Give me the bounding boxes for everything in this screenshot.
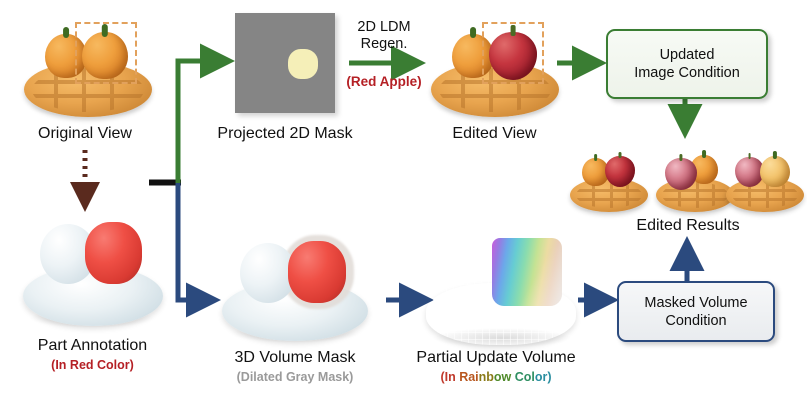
pumpkin	[760, 156, 790, 187]
original-view-caption: Original View	[38, 125, 132, 142]
rainbow-voxel-overlay	[492, 238, 562, 306]
part-annotation-subcaption: (In Red Color)	[51, 358, 134, 372]
edited-results-caption: Edited Results	[636, 217, 740, 234]
waffle-grid	[576, 182, 642, 208]
selection-box	[482, 22, 544, 84]
updated-image-condition-line1: Updated	[659, 47, 715, 63]
projected-2d-mask-panel	[235, 13, 335, 113]
masked-volume-condition-line2: Condition	[665, 312, 727, 329]
pumpkin-left	[452, 34, 494, 78]
annotated-part-red	[85, 222, 142, 284]
apple	[665, 158, 697, 190]
edited-view-illustration	[425, 10, 565, 125]
volume-mask-illustration	[216, 225, 376, 347]
mask-blob	[288, 49, 318, 79]
edited-result-1	[568, 140, 650, 218]
partial-update-volume-subcaption: (In Rainbow Color)	[396, 370, 596, 385]
waffle-grid	[662, 182, 728, 208]
masked-volume-condition-box[interactable]: Masked Volume Condition	[617, 281, 775, 342]
volume-mask-subcaption: (Dilated Gray Mask)	[236, 370, 354, 384]
updated-image-condition-line2: Image Condition	[634, 65, 740, 81]
masked-volume-condition-line1: Masked Volume	[644, 294, 748, 311]
selection-box	[75, 22, 137, 84]
masked-part-red	[288, 241, 346, 303]
pumpkin-right	[82, 32, 128, 79]
waffle-plate	[570, 178, 648, 212]
masked-volume-condition-text: Masked Volume Condition	[644, 294, 747, 330]
rainbow-part-0: (In	[440, 370, 460, 384]
part-annotation-caption: Part Annotation	[37, 337, 148, 354]
updated-image-condition-text: Updated Image Condition	[634, 46, 740, 82]
rainbow-part-2: nb	[478, 370, 494, 384]
rainbow-part-5: or)	[534, 370, 552, 384]
rainbow-part-3: ow	[493, 370, 512, 384]
ldm-sublabel: (Red Apple)	[346, 74, 422, 89]
edited-view-caption: Edited View	[452, 125, 537, 142]
apple-right	[489, 32, 537, 80]
waffle-grid	[732, 182, 798, 208]
edited-result-2	[654, 140, 736, 218]
ldm-label-line2: Regen.	[360, 36, 408, 52]
updated-image-condition-box[interactable]: Updated Image Condition	[606, 29, 768, 99]
pumpkin-left	[45, 34, 87, 78]
edited-result-3	[724, 140, 806, 218]
original-view-illustration	[18, 10, 158, 125]
partial-update-volume-illustration	[420, 228, 585, 353]
part-annotation-illustration	[15, 212, 170, 332]
projected-mask-caption: Projected 2D Mask	[217, 125, 353, 142]
rainbow-part-1: Rai	[459, 370, 479, 384]
apple	[605, 156, 635, 187]
unselected-part	[240, 243, 296, 303]
partial-update-volume-caption: Partial Update Volume	[416, 349, 576, 366]
arrow-to-volume-mask	[175, 183, 222, 318]
rainbow-part-4: Col	[511, 370, 535, 384]
volume-mask-caption: 3D Volume Mask	[234, 349, 356, 366]
arrow-to-projected-mask	[175, 43, 236, 183]
ldm-label-line1: 2D LDM	[357, 19, 411, 35]
